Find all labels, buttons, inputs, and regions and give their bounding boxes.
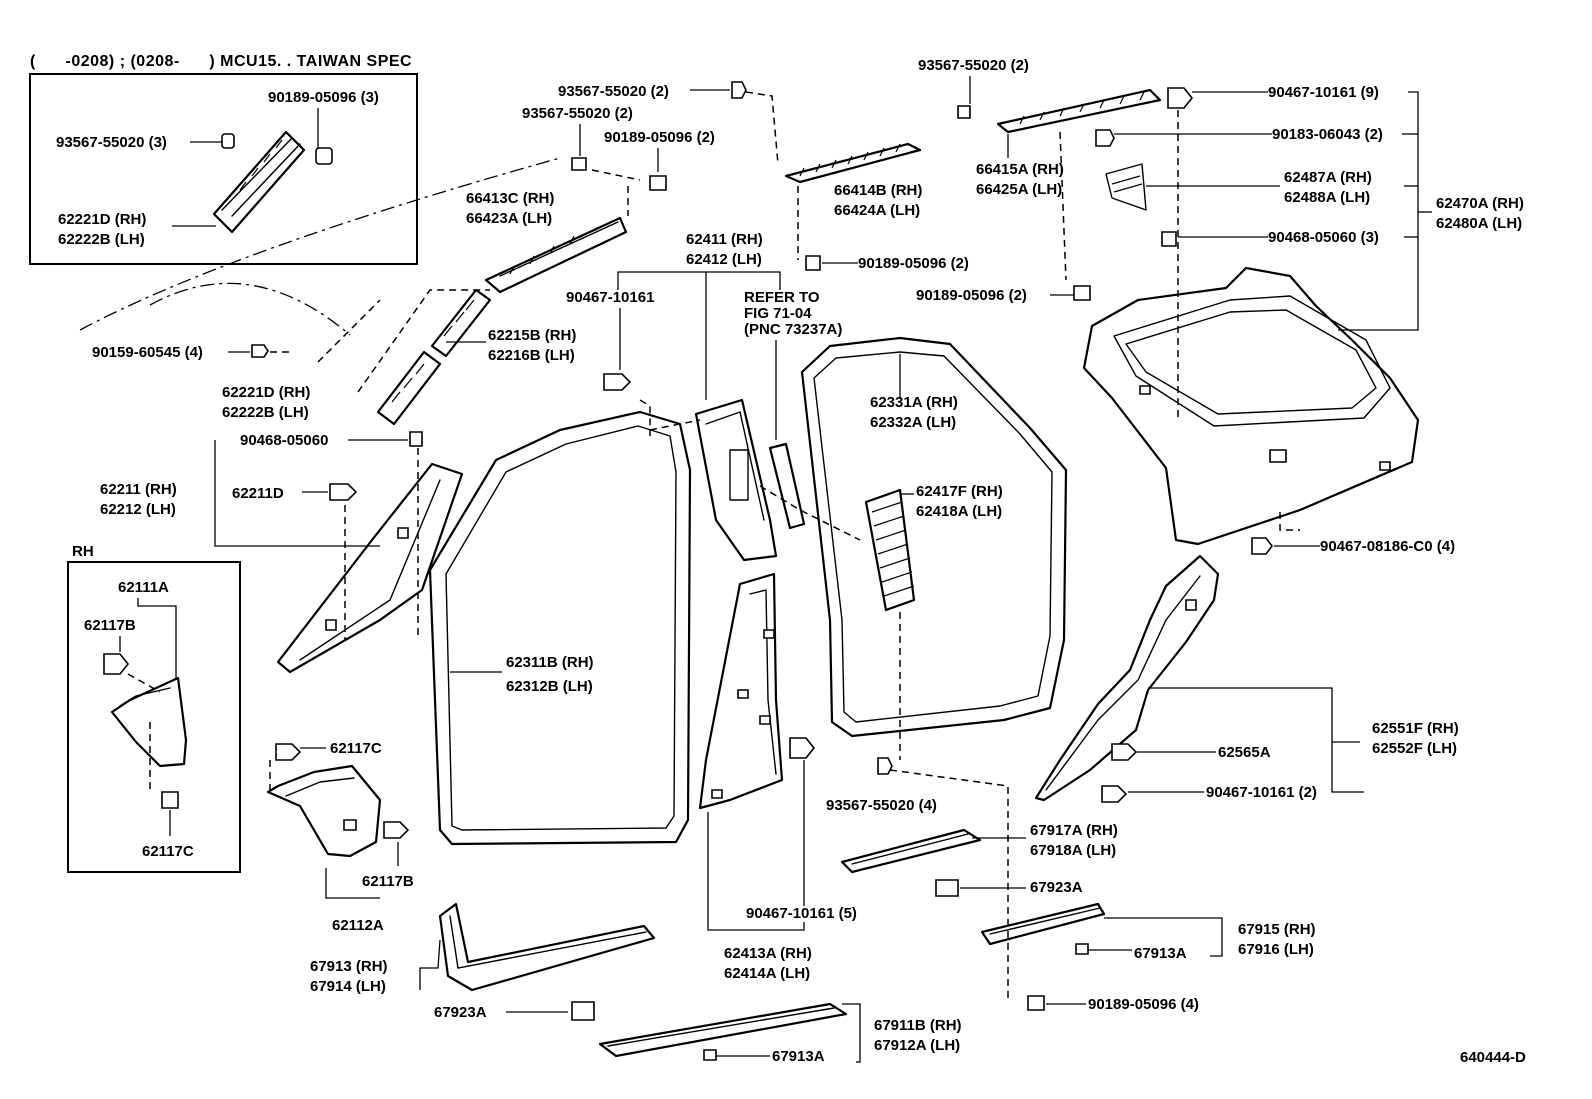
part-label-66414b-rh: 66414B (RH)	[834, 182, 922, 199]
refer-note-line-2: FIG 71-04	[744, 305, 812, 322]
part-label-62488a-lh: 62488A (LH)	[1284, 189, 1370, 206]
part-label-90467-10161-5: 90467-10161 (5)	[746, 905, 857, 922]
roof-side-rail-rear: 93567-55020 (2) 66414B (RH) 66424A (LH) …	[558, 81, 969, 272]
quarter-trim-panel: 90467-08186-C0 (4)	[1082, 266, 1455, 555]
part-label-90467-08186-c0-4: 90467-08186-C0 (4)	[1320, 538, 1455, 555]
center-pillar-upper: 62411 (RH) 62412 (LH) REFER TO FIG 71-04…	[617, 231, 861, 562]
part-label-93567-55020-4: 93567-55020 (4)	[826, 797, 937, 814]
part-label-62117c-inset: 62117C	[142, 843, 194, 860]
rear-door-weatherstrip: 62331A (RH) 62332A (LH)	[800, 336, 1068, 738]
part-label-67913a-r: 67913A	[1134, 945, 1187, 962]
part-label-62117b: 62117B	[362, 873, 414, 890]
rail-part-inset	[212, 130, 333, 234]
lower-scuff-plate: 67911B (RH) 67912A (LH) 67913A	[598, 1002, 962, 1065]
part-label-66413c-rh: 66413C (RH)	[466, 190, 554, 207]
part-label-90189-05096-2-r2: 90189-05096 (2)	[916, 287, 1027, 304]
part-label-62487a-rh: 62487A (RH)	[1284, 169, 1372, 186]
front-scuff-plate: 67913 (RH) 67914 (LH) 67923A	[310, 902, 656, 1021]
part-label-62413a-rh: 62413A (RH)	[724, 945, 812, 962]
part-label-62417f-rh: 62417F (RH)	[916, 483, 1003, 500]
part-label-67915-rh: 67915 (RH)	[1238, 921, 1316, 938]
part-label-62418a-lh: 62418A (LH)	[916, 503, 1002, 520]
part-label-62222b-lh: 62222B (LH)	[222, 404, 309, 421]
part-label-62117c: 62117C	[330, 740, 382, 757]
part-label-62565a: 62565A	[1218, 744, 1271, 761]
seat-belt-cover: 62417F (RH) 62418A (LH) 93567-55020 (4)	[826, 483, 1009, 1000]
front-door-weatherstrip: 62311B (RH) 62312B (LH) 90467-10161	[428, 289, 692, 846]
part-label-93567-55020-2-top: 93567-55020 (2)	[558, 83, 669, 100]
part-label-62215b-rh: 62215B (RH)	[488, 327, 576, 344]
part-label-62552f-lh: 62552F (LH)	[1372, 740, 1457, 757]
roof-rail-right: 93567-55020 (2) 66415A (RH) 66425A (LH) …	[916, 57, 1162, 304]
part-label-67923a-r: 67923A	[1030, 879, 1083, 896]
quarter-trim-clips: 90467-10161 (9) 90183-06043 (2) 62487A (…	[1095, 84, 1524, 420]
part-label-62470a-rh: 62470A (RH)	[1436, 195, 1524, 212]
part-label-62412-lh: 62412 (LH)	[686, 251, 762, 268]
part-label-67912a-lh: 67912A (LH)	[874, 1037, 960, 1054]
part-label-66415a-rh: 66415A (RH)	[976, 161, 1064, 178]
part-label-62331a-rh: 62331A (RH)	[870, 394, 958, 411]
part-label-90467-10161-9: 90467-10161 (9)	[1268, 84, 1379, 101]
part-label-90467-10161: 90467-10161	[566, 289, 654, 306]
part-label-62551f-rh: 62551F (RH)	[1372, 720, 1459, 737]
part-label-67913a-b: 67913A	[772, 1048, 825, 1065]
part-label-62221d-rh: 62221D (RH)	[222, 384, 310, 401]
figure-code: 640444-D	[1460, 1049, 1526, 1066]
rear-scuff-plates: 67917A (RH) 67918A (LH) 67923A 67915 (RH…	[840, 822, 1316, 1013]
part-label-67923a-l: 67923A	[434, 1004, 487, 1021]
part-label-67917a-rh: 67917A (RH)	[1030, 822, 1118, 839]
part-label-67911b-rh: 67911B (RH)	[874, 1017, 962, 1034]
part-label-90159-60545-4: 90159-60545 (4)	[92, 344, 203, 361]
refer-note-line-1: REFER TO	[744, 289, 820, 306]
part-label-93567-55020-2-r: 93567-55020 (2)	[918, 57, 1029, 74]
body-outline-line-2	[149, 282, 351, 336]
part-label-62222b-lh-inset: 62222B (LH)	[58, 231, 145, 248]
part-label-90468-05060: 90468-05060	[240, 432, 328, 449]
part-label-62221d-rh-inset: 62221D (RH)	[58, 211, 146, 228]
roof-side-rail-front: 93567-55020 (2) 90189-05096 (2) 66413C (…	[466, 105, 715, 294]
part-label-62480a-lh: 62480A (LH)	[1436, 215, 1522, 232]
part-label-62211d: 62211D	[232, 485, 284, 502]
quarter-pillar-lower: 62565A 90467-10161 (2) 62551F (RH) 62552…	[1034, 554, 1459, 803]
center-pillar-lower: 90467-10161 (5) 62413A (RH) 62414A (LH)	[698, 572, 857, 982]
header-spec: ( -0208) ; (0208- ) MCU15. . TAIWAN SPEC	[30, 53, 412, 70]
part-label-90189-05096-2-mid: 90189-05096 (2)	[604, 129, 715, 146]
part-label-67913-rh: 67913 (RH)	[310, 958, 388, 975]
part-label-90189-05096-2-r1: 90189-05096 (2)	[858, 255, 969, 272]
part-label-90183-06043-2: 90183-06043 (2)	[1272, 126, 1383, 143]
part-label-90189-05096-4: 90189-05096 (4)	[1088, 996, 1199, 1013]
part-label-62212-lh: 62212 (LH)	[100, 501, 176, 518]
part-label-62414a-lh: 62414A (LH)	[724, 965, 810, 982]
refer-note-line-3: (PNC 73237A)	[744, 321, 842, 338]
part-label-62312b-lh: 62312B (LH)	[506, 678, 593, 695]
a-pillar-upper-assembly: 90159-60545 (4) 62215B (RH) 62216B (LH) …	[92, 288, 576, 674]
inset-box-top-left: 90189-05096 (3) 93567-55020 (3) 62221D (…	[29, 73, 418, 265]
part-label-90189-05096-3: 90189-05096 (3)	[268, 89, 379, 106]
part-label-62332a-lh: 62332A (LH)	[870, 414, 956, 431]
part-label-62117b-inset: 62117B	[84, 617, 136, 634]
part-label-67918a-lh: 67918A (LH)	[1030, 842, 1116, 859]
part-label-62311b-rh: 62311B (RH)	[506, 654, 594, 671]
kick-panel-lh: 62117C 62117B 62112A	[266, 740, 414, 934]
part-label-62111a: 62111A	[118, 579, 169, 596]
part-label-67916-lh: 67916 (LH)	[1238, 941, 1314, 958]
part-label-67914-lh: 67914 (LH)	[310, 978, 386, 995]
part-label-90467-10161-2: 90467-10161 (2)	[1206, 784, 1317, 801]
part-label-62216b-lh: 62216B (LH)	[488, 347, 575, 364]
part-label-66424a-lh: 66424A (LH)	[834, 202, 920, 219]
part-label-62411-rh: 62411 (RH)	[686, 231, 763, 248]
part-label-62211-rh: 62211 (RH)	[100, 481, 177, 498]
inset-rh-label: RH	[72, 543, 94, 560]
part-label-66423a-lh: 66423A (LH)	[466, 210, 552, 227]
part-label-66425a-lh: 66425A (LH)	[976, 181, 1062, 198]
inset-box-rh: RH 62111A 62117B 62117C	[67, 543, 241, 873]
part-label-62112a: 62112A	[332, 917, 384, 934]
part-label-93567-55020-3: 93567-55020 (3)	[56, 134, 167, 151]
part-label-90468-05060-3: 90468-05060 (3)	[1268, 229, 1379, 246]
part-label-93567-55020-2-mid: 93567-55020 (2)	[522, 105, 633, 122]
